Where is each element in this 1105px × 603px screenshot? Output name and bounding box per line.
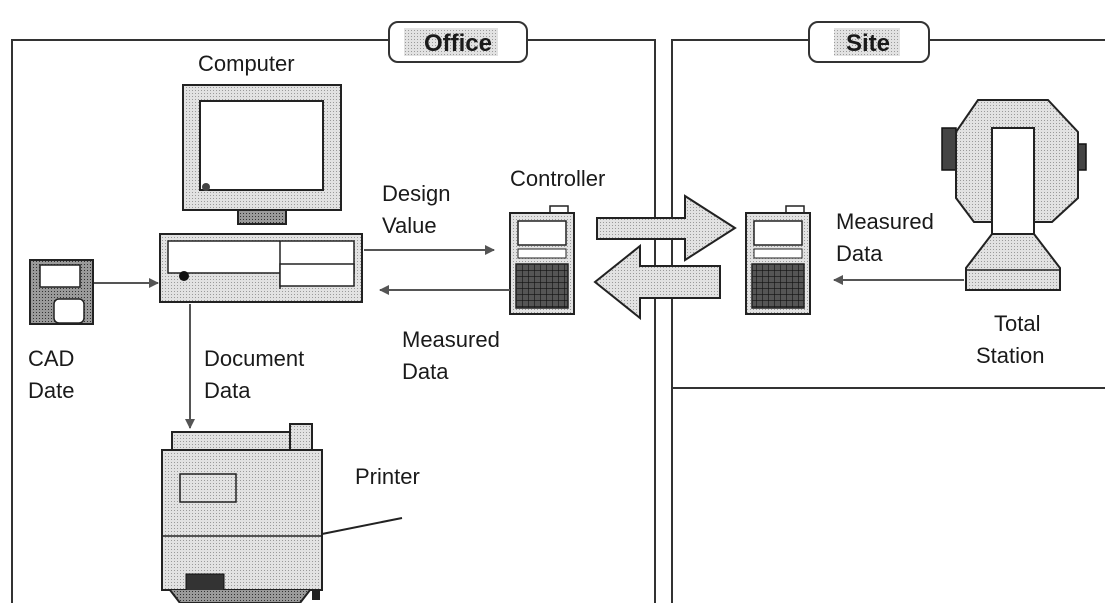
measured-data-office-label-line2: Data — [402, 359, 449, 384]
measured-data-site-label-line1: Measured — [836, 209, 934, 234]
measured-data-site-label-line2: Data — [836, 241, 883, 266]
printer-icon — [161, 423, 403, 603]
office-region: Office — [11, 21, 656, 603]
transfer-arrow-to-office — [593, 243, 721, 321]
computer-label: Computer — [198, 51, 295, 76]
document-data-label-line1: Document — [204, 346, 304, 371]
total-station-label-line1: Total — [994, 311, 1040, 336]
controller-office-icon — [509, 205, 575, 315]
cad-date-label-line1: CAD — [28, 346, 74, 371]
transfer-arrow-to-site — [596, 194, 737, 262]
computer-icon — [159, 84, 363, 303]
controller-site-icon — [745, 205, 811, 315]
measured-data-office-label-line1: Measured — [402, 327, 500, 352]
total-station-label-line2: Station — [976, 343, 1045, 368]
cad-date-label-line2: Date — [28, 378, 74, 403]
design-value-label-line1: Design — [382, 181, 450, 206]
design-value-label-line2: Value — [382, 213, 437, 238]
document-data-label-line2: Data — [204, 378, 251, 403]
printer-label: Printer — [355, 464, 420, 489]
controller-label: Controller — [510, 166, 605, 191]
office-label: Office — [424, 30, 492, 57]
floppy-disk-icon — [29, 259, 94, 325]
site-region: Site — [671, 21, 1105, 603]
total-station-icon — [941, 99, 1087, 291]
site-label: Site — [846, 30, 890, 57]
